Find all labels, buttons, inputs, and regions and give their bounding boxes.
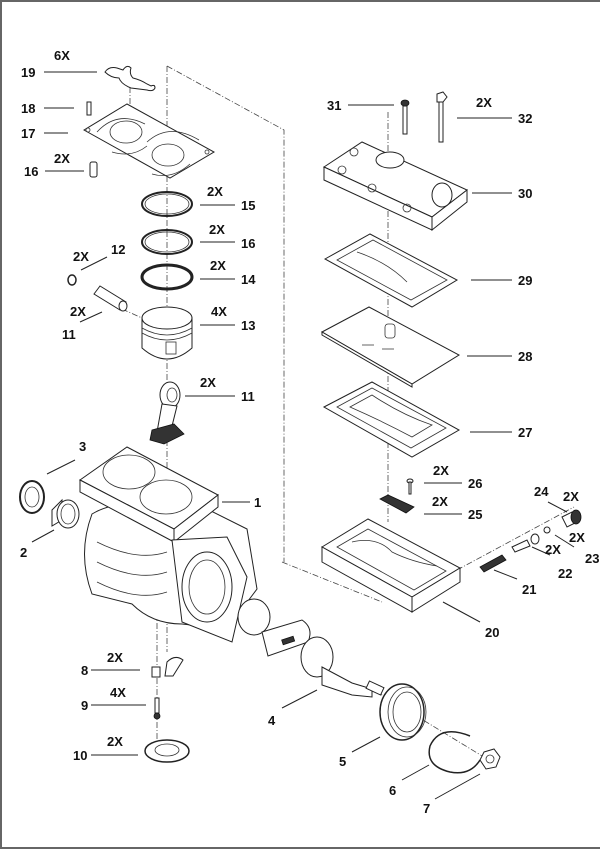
part-10-washer [144,739,190,763]
part-22-spring [479,554,507,573]
callout-22-number: 21 [522,582,537,597]
callout-3-number: 3 [79,439,87,454]
leader-lines [31,71,575,800]
part-29-valve-plate [320,306,461,388]
callout-2-number: 2 [20,545,28,560]
callout-10-number: 10 [73,748,88,763]
callout-16b-number: 16 [241,236,256,251]
callout-13-qty: 2X [73,249,89,264]
part-8-bearing-cap [151,656,184,678]
part-31-cylinder-head [322,141,468,232]
part-13-circlip [67,274,77,286]
callout-31-number: 30 [518,186,533,201]
callout-20-number: 19 [21,65,36,80]
part-2-bushing [51,498,80,529]
part-12-wrist-pin [93,285,128,312]
callout-24-number: 23 [585,551,600,566]
callout-12-qty: 2X [70,304,86,319]
callout-8-number: 8 [81,663,89,678]
callout-5-number: 5 [339,754,347,769]
callout-13-number: 12 [111,242,126,257]
part-14-piston [141,306,193,360]
callout-9-qty: 4X [110,685,126,700]
part-30-gasket [323,233,459,308]
callout-7-number: 7 [423,801,431,816]
callout-14-number: 13 [241,318,256,333]
part-18-gasket-plate [83,103,216,179]
callout-21-number: 20 [485,625,500,640]
callout-29-number: 28 [518,349,533,364]
part-3-seal [19,480,45,514]
part-33-bolt [436,91,448,143]
callout-33-number: 32 [518,111,533,126]
part-23-valve [511,533,540,553]
callout-16b-qty: 2X [209,222,225,237]
callout-26-number: 25 [468,507,483,522]
callout-8-qty: 2X [107,650,123,665]
callout-32-number: 31 [327,98,342,113]
callout-1-number: 1 [254,495,262,510]
part-17-dowel [89,161,98,178]
callout-17-number: 16 [24,164,39,179]
callout-33-qty: 2X [476,95,492,110]
part-4-crankshaft [237,598,385,698]
callout-16a-qty: 2X [207,184,223,199]
part-1-crankcase [79,446,258,643]
callout-18-number: 17 [21,126,36,141]
part-20-clip [104,65,156,92]
callout-17-qty: 2X [54,151,70,166]
part-25-plug [561,509,582,528]
callout-11-qty: 2X [200,375,216,390]
part-5-bearing-cover [379,683,427,741]
callout-20-qty: 6X [54,48,70,63]
callout-25-number: 24 [534,484,549,499]
callout-10-qty: 2X [107,734,123,749]
piston-rings [140,191,194,291]
part-7-nut [479,748,501,770]
part-32-bolt [400,99,410,135]
callout-30-number: 29 [518,273,533,288]
callout-26-qty: 2X [432,494,448,509]
callout-9-number: 9 [81,698,89,713]
part-21-cooling-plate [321,518,462,613]
callout-27-qty: 2X [433,463,449,478]
part-9-bolt [153,697,161,720]
part-26-retainer [379,494,415,514]
part-19-pin [86,101,92,116]
callout-24-qty: 2X [569,530,585,545]
callout-16a-number: 15 [241,198,256,213]
callout-23-number: 22 [558,566,573,581]
callout-28-number: 27 [518,425,533,440]
callout-11-number: 11 [241,389,255,404]
callout-12-number: 11 [62,327,76,342]
callout-27-number: 26 [468,476,483,491]
callout-19-number: 18 [21,101,36,116]
callout-14-qty: 4X [211,304,227,319]
part-6-snap-ring [428,731,481,774]
part-28-gasket [322,381,461,458]
part-27-screw [406,478,414,495]
callout-15-qty: 2X [210,258,226,273]
callout-25-qty: 2X [563,489,579,504]
callout-15-number: 14 [241,272,256,287]
callout-6-number: 6 [389,783,397,798]
callout-23-qty: 2X [545,542,561,557]
part-11-connecting-rod [149,381,185,445]
callout-4-number: 4 [268,713,276,728]
part-24-washer [543,526,551,534]
